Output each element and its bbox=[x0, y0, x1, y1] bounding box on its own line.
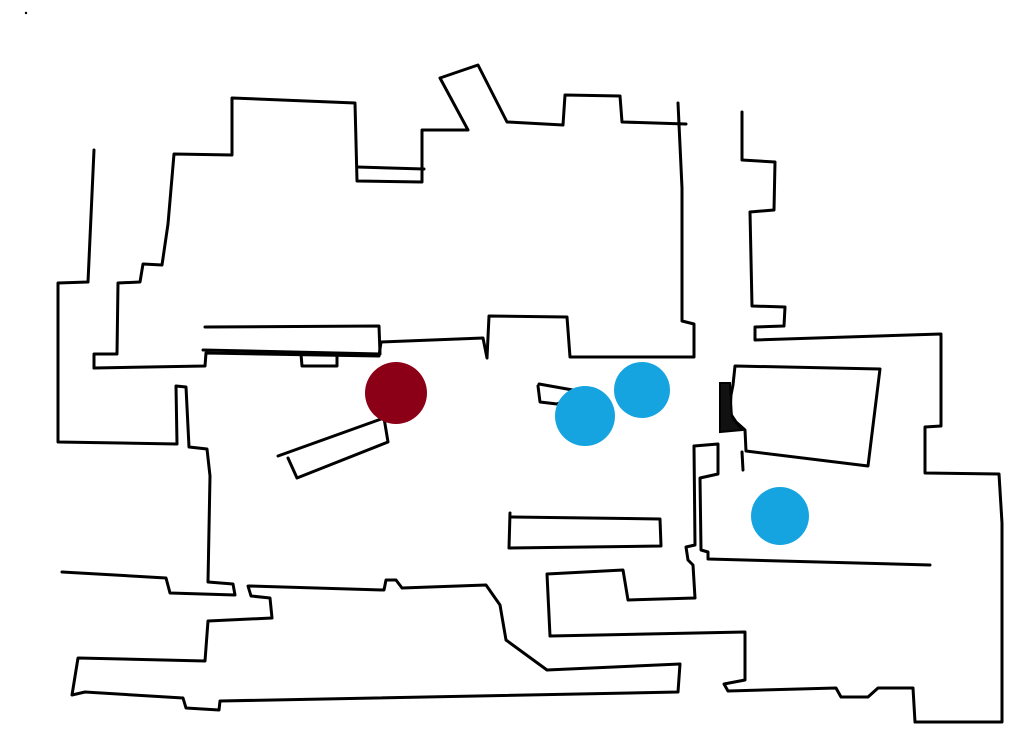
wall-upper-building-roof bbox=[92, 63, 688, 370]
wall-middle-corridor-west bbox=[545, 444, 917, 724]
wall-lower-floor bbox=[70, 578, 682, 712]
wall-upper-shelf bbox=[201, 324, 382, 356]
ally-marker-3[interactable] bbox=[751, 487, 809, 545]
wall-bench bbox=[276, 416, 390, 480]
wall-small-box bbox=[536, 382, 586, 406]
wall-upper-building bbox=[56, 148, 237, 597]
stray-dot bbox=[24, 11, 28, 15]
wall-right-room bbox=[728, 364, 882, 468]
enemy-marker[interactable] bbox=[365, 362, 427, 424]
ally-marker-1[interactable] bbox=[555, 386, 615, 446]
wall-right-divider bbox=[740, 450, 745, 472]
wall-counter bbox=[507, 511, 663, 550]
wall-right-tower bbox=[740, 110, 1004, 724]
wall-upper-bar bbox=[355, 165, 426, 171]
ally-marker-2[interactable] bbox=[614, 362, 670, 418]
wall-upper-building-east bbox=[92, 101, 696, 370]
wall-right-room-corner bbox=[719, 382, 744, 434]
wall-shelf-step bbox=[299, 352, 339, 368]
wall-middle-corridor bbox=[692, 442, 932, 567]
